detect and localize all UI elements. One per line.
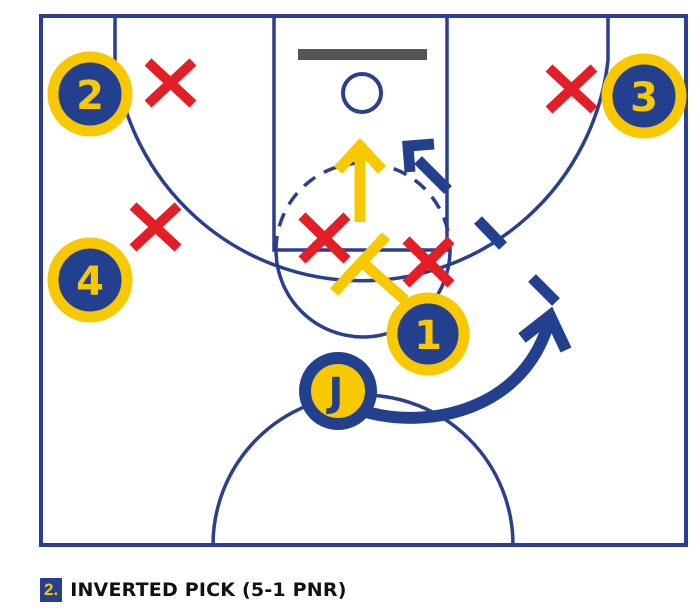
player-4: 4 [47,237,133,323]
player-j: J [299,352,377,430]
roll-arrow [358,323,554,424]
cut-arrowhead-icon [333,137,387,174]
backboard [298,49,427,60]
player-label: 4 [76,259,104,305]
screen-and-cut [329,137,409,305]
defender-x-icon [129,202,182,252]
defender-x-icon [545,64,598,114]
player-label: 2 [76,73,104,119]
dashed-pass-arrow [414,156,560,306]
screen-bar [329,232,391,296]
player-2: 2 [47,51,133,137]
caption-title: INVERTED PICK (5-1 PNR) [70,579,347,601]
pass-and-roll [358,138,572,424]
player-3: 3 [601,53,687,139]
lane [272,14,449,252]
screen-line [358,257,409,305]
player-1: 1 [386,292,470,376]
defender-x-icon [298,212,351,264]
roll-arrowhead-icon [518,306,572,353]
pass-arrowhead-icon [402,138,435,173]
player-label: 3 [630,75,658,121]
court [39,14,688,547]
three-point-line [113,16,610,283]
rim [341,72,383,114]
player-label: J [326,370,344,416]
free-throw-circle-solid [274,249,452,339]
defender-x-icon [144,58,197,108]
diagram-caption: 2. INVERTED PICK (5-1 PNR) [40,578,347,602]
player-label: 1 [414,313,442,359]
defender-x-icon [402,236,455,288]
defenders [129,58,598,288]
caption-number: 2. [40,578,63,602]
